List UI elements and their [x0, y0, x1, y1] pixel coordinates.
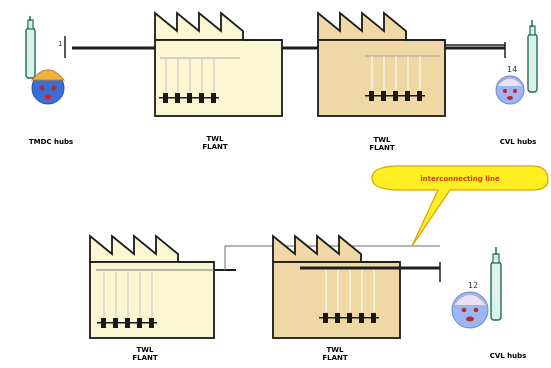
cvl-top-label: CVL hubs: [488, 138, 548, 146]
cvl-bottom-tank: [491, 247, 501, 320]
cvl-top-tank-number: 14: [507, 65, 517, 74]
fab2-building: [318, 13, 445, 116]
cvl-top-tank: [528, 20, 537, 92]
cvl-bottom-tank-number: 12: [468, 281, 478, 290]
cvl-top-operator-face: [496, 76, 524, 104]
tmdc-tank-number: 1: [58, 40, 62, 48]
fab1-building: [155, 13, 282, 116]
fab1-label: TWL FLANT: [185, 135, 245, 151]
fab3-label: TWL FLANT: [115, 346, 175, 362]
tmdc-operator-face: [32, 70, 64, 104]
fab3-building: [90, 236, 236, 338]
fab2-label: TWL FLANT: [352, 136, 412, 152]
tmdc-tank: [26, 16, 35, 78]
fab4-label: TWL FLANT: [305, 346, 365, 362]
tmdc-label: TMDC hubs: [16, 138, 86, 146]
cvl-bottom-operator-face: [452, 292, 488, 328]
callout-text: interconnecting line: [420, 175, 500, 183]
cvl-bottom-label: CVL hubs: [470, 352, 546, 360]
fab4-building: [273, 236, 440, 338]
